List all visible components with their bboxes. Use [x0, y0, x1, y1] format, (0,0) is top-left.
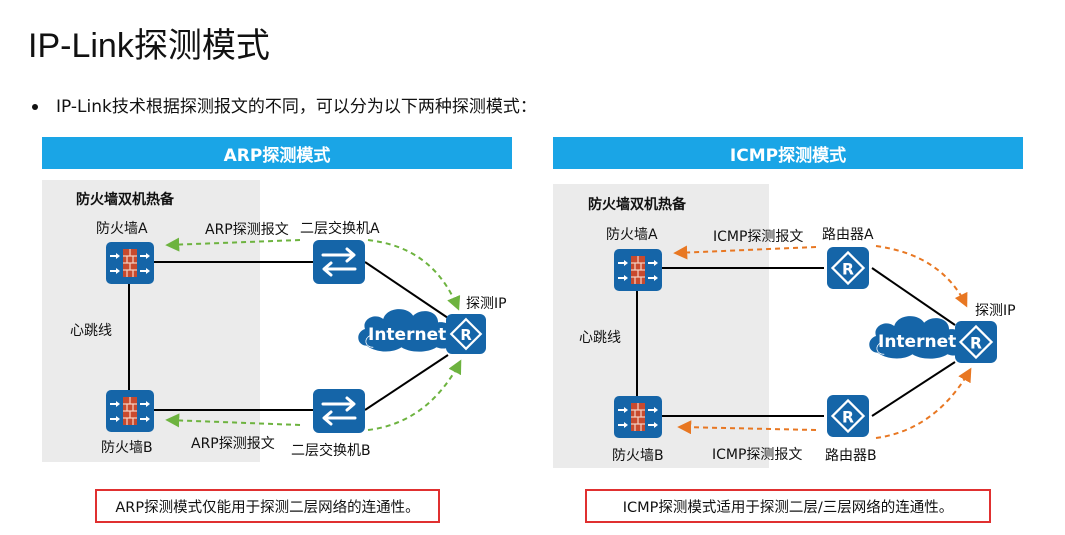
arp-mode-header: ARP探测模式: [42, 137, 512, 169]
firewall-b-icon: [106, 390, 154, 432]
ha-group-label: 防火墙双机热备: [588, 197, 686, 213]
internet-label: Internet: [368, 325, 447, 345]
icmp-arrow-bottom: [677, 420, 817, 435]
heartbeat-label: 心跳线: [579, 330, 621, 346]
page-title: IP-Link探测模式: [28, 27, 270, 65]
ha-group-label: 防火墙双机热备: [76, 192, 174, 208]
arp-probe-msg-top: ARP探测报文: [205, 222, 289, 238]
icmp-probe-msg-top: ICMP探测报文: [713, 229, 804, 245]
arp-arrow-probe-top: [367, 239, 461, 311]
firewall-a-label: 防火墙A: [96, 221, 148, 237]
arp-probe-msg-bottom: ARP探测报文: [191, 436, 275, 452]
arp-note: ARP探测模式仅能用于探测二层网络的连通性。: [95, 489, 440, 523]
firewall-a-icon: [106, 242, 154, 284]
router-a-label: 路由器A: [822, 227, 874, 243]
heartbeat-label: 心跳线: [70, 323, 112, 339]
icmp-note: ICMP探测模式适用于探测二层/三层网络的连通性。: [585, 489, 991, 523]
bullet-text: IP-Link技术根据探测报文的不同，可以分为以下两种探测模式：: [32, 92, 537, 117]
router-b-icon: [825, 395, 871, 437]
link-rta-probe: [871, 267, 956, 326]
bullet-label: IP-Link技术根据探测报文的不同，可以分为以下两种探测模式：: [56, 97, 537, 117]
link-swa-probe: [364, 261, 449, 319]
link-rtb-probe: [871, 361, 956, 417]
firewall-a-icon: [614, 249, 662, 291]
firewall-b-icon: [614, 396, 662, 438]
icmp-arrow-probe-top: [875, 245, 968, 308]
switch-b-icon: [313, 389, 365, 433]
bullet-dot: [32, 104, 38, 110]
firewall-b-label: 防火墙B: [612, 448, 664, 464]
router-a-icon: [825, 247, 871, 289]
switch-a-label: 二层交换机A: [300, 221, 380, 237]
firewall-b-label: 防火墙B: [101, 440, 153, 456]
probe-ip-label: 探测IP: [975, 303, 1016, 319]
arp-arrow-probe-bottom: [367, 359, 462, 431]
switch-a-icon: [313, 240, 365, 284]
icmp-mode-header: ICMP探测模式: [553, 137, 1023, 169]
icmp-diagram: [614, 245, 999, 439]
probe-ip-label: 探测IP: [466, 296, 507, 312]
arp-arrow-bottom: [165, 413, 301, 428]
switch-b-label: 二层交换机B: [291, 443, 371, 459]
router-b-label: 路由器B: [825, 448, 877, 464]
icmp-probe-msg-bottom: ICMP探测报文: [712, 447, 803, 463]
link-swb-probe: [364, 354, 449, 411]
arp-diagram: [106, 237, 488, 433]
arp-arrow-top: [165, 237, 301, 252]
internet-label: Internet: [878, 332, 957, 352]
icmp-arrow-top: [673, 245, 817, 260]
probe-ip-router-icon: [444, 314, 488, 354]
firewall-a-label: 防火墙A: [606, 227, 658, 243]
probe-ip-router-icon: [953, 321, 999, 363]
